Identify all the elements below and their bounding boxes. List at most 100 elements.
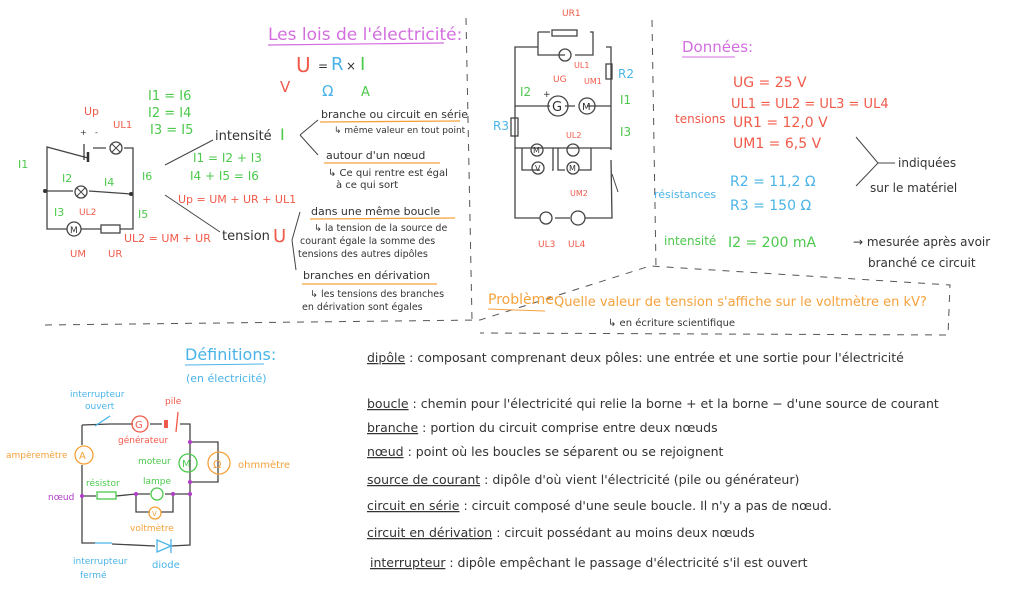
resistance-R2: R2 = 11,2 Ω xyxy=(730,174,816,190)
laws-circuit: M + - Up UL1 UL2 UM UR I1 I2 I3 I4 I5 I6 xyxy=(18,105,152,260)
glossary-item: branche : portion du circuit comprise ent… xyxy=(367,420,718,435)
noeud-text-1: ↳ Ce qui rentre est égal xyxy=(328,167,448,179)
motor-label: M xyxy=(533,146,540,155)
label-lampe: lampe xyxy=(143,477,171,487)
label-I2: I2 xyxy=(62,172,72,185)
derivation-title: branches en dérivation xyxy=(303,269,430,282)
label-UR: UR xyxy=(108,249,122,260)
term: boucle xyxy=(367,396,409,411)
label-moteur: moteur xyxy=(138,457,171,467)
glossary-item: boucle: chemin pour l'électricité qui re… xyxy=(367,396,939,411)
note-indiquees-1: indiquées xyxy=(898,156,956,170)
definition: : composant comprenant deux pôles: une e… xyxy=(409,350,904,365)
label-UL2: UL2 xyxy=(79,208,96,218)
label-I4: I4 xyxy=(104,176,114,189)
derivation-text-1: ↳ les tensions des branches xyxy=(310,289,444,300)
ohmmeter-symbol: Ω xyxy=(213,458,221,471)
label-Up: Up xyxy=(84,105,99,118)
label-interrupteur-ouvert: interrupteur xyxy=(70,390,125,400)
divider-horizontal xyxy=(44,265,951,336)
label-noeud: nœud xyxy=(48,493,74,503)
voltmeter-label: V xyxy=(535,164,541,173)
label-interrupteur-ferme-2: fermé xyxy=(80,570,107,581)
definition: : circuit possédant au moins deux nœuds xyxy=(496,525,754,540)
noeud-title: autour d'un nœud xyxy=(326,149,425,162)
svg-text:circuit en dérivation: circuit: circuit en dérivation : circuit possédant… xyxy=(367,525,755,540)
lamp-icon xyxy=(539,211,553,225)
lamp-icon xyxy=(558,48,572,62)
tensions-label: tensions xyxy=(675,112,725,126)
motor-label: M xyxy=(569,164,576,173)
derivation-text-2: en dérivation sont égales xyxy=(302,302,423,313)
probleme-label: Problème: xyxy=(488,292,559,308)
lamp-icon xyxy=(109,141,123,155)
problem-circuit: G + M M V M UR1 UL1 UG UM1 R2 R3 I1 I2 I… xyxy=(493,9,634,250)
label-interrupteur-ferme: interrupteur xyxy=(73,557,128,567)
resistances-label: résistances xyxy=(654,188,716,201)
label-I2: I2 xyxy=(520,85,531,99)
current-eq-2: I2 = I4 xyxy=(148,106,191,121)
svg-text:source de courant: dipôle d'où: source de courant: dipôle d'où vient l'é… xyxy=(367,472,799,487)
current-eq-1: I1 = I6 xyxy=(148,89,191,104)
ohm-unit: Ω xyxy=(322,82,333,100)
intensity-label: intensité xyxy=(215,129,272,144)
label-I1: I1 xyxy=(18,158,28,171)
lamp-icon xyxy=(570,210,586,226)
plus-sign: + xyxy=(80,128,87,137)
lamp-icon xyxy=(566,143,580,157)
resistor-icon xyxy=(605,63,613,80)
lamp-icon xyxy=(150,487,164,501)
resistor-icon xyxy=(551,29,578,37)
motor-label: M xyxy=(582,102,591,113)
donnees-title: Données: xyxy=(682,38,753,56)
tension-eq-2: UL2 = UM + UR xyxy=(124,232,211,245)
label-I1: I1 xyxy=(620,93,631,107)
tension-eq-1: Up = UM + UR + UL1 xyxy=(178,193,296,206)
definitions-section: Définitions: (en électricité) G A M Ω V … xyxy=(6,345,290,581)
ohm-R: R xyxy=(331,54,344,75)
ammeter-icon xyxy=(74,445,94,465)
voltmeter-symbol: V xyxy=(152,510,157,518)
glossary-item: dipôle: composant comprenant deux pôles:… xyxy=(367,350,904,365)
donnees-section: Données: tensions UG = 25 V UL1 = UL2 = … xyxy=(654,38,990,270)
boucle-title: dans une même boucle xyxy=(311,205,440,218)
label-resistor: résistor xyxy=(86,478,120,489)
ammeter-symbol: A xyxy=(79,451,86,462)
resistance-R3: R3 = 150 Ω xyxy=(730,198,811,214)
current-eq-3: I3 = I5 xyxy=(150,123,193,138)
label-UL4: UL4 xyxy=(568,240,586,250)
generator-icon xyxy=(547,95,569,117)
glossary: dipôle: composant comprenant deux pôles:… xyxy=(367,350,939,570)
label-I5: I5 xyxy=(138,208,148,221)
definition: : dipôle empêchant le passage d'électric… xyxy=(449,555,807,570)
label-UR1: UR1 xyxy=(562,9,581,19)
laws-section: Les lois de l'électricité: U = R × I Ω A… xyxy=(18,25,468,313)
node-eq-2: I4 + I5 = I6 xyxy=(190,169,259,183)
probleme-section: Problème: Quelle valeur de tension s'aff… xyxy=(487,292,927,329)
note-mesuree-1: → mesurée après avoir xyxy=(853,235,990,249)
tension-UM1: UM1 = 6,5 V xyxy=(733,136,822,152)
plus-sign: + xyxy=(543,90,551,100)
switch-open xyxy=(611,173,619,193)
label-UM: UM xyxy=(70,249,86,260)
ohm-times: × xyxy=(346,59,356,73)
label-amperemetre: ampèremètre xyxy=(6,450,68,461)
term: circuit en dérivation xyxy=(367,525,492,540)
serie-title: branche ou circuit en série xyxy=(321,108,468,121)
motor-symbol: M xyxy=(182,459,191,470)
term: branche xyxy=(367,420,418,435)
label-UL2: UL2 xyxy=(566,131,581,140)
tension-UL-equal: UL1 = UL2 = UL3 = UL4 xyxy=(731,97,889,112)
note-indiquees-2: sur le matériel xyxy=(870,181,957,195)
voltmeter-icon xyxy=(531,161,545,175)
boucle-text-1: ↳ la tension de la source de xyxy=(314,223,447,234)
term: interrupteur xyxy=(370,555,446,570)
glossary-item: nœud: point où les boucles se séparent o… xyxy=(367,444,723,459)
generator-label: G xyxy=(552,100,562,115)
definition: : portion du circuit comprise entre deux… xyxy=(422,420,717,435)
svg-text:dipôle: composant comprenant d: dipôle: composant comprenant deux pôles:… xyxy=(367,350,904,365)
volt-unit: V xyxy=(280,78,291,96)
probleme-question: Quelle valeur de tension s'affiche sur l… xyxy=(554,295,927,310)
laws-title: Les lois de l'électricité: xyxy=(268,25,462,45)
